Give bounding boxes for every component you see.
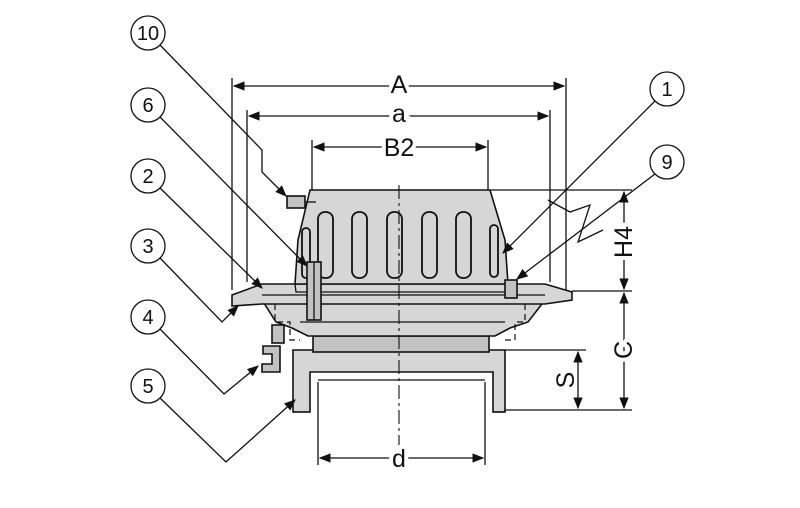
set-screw-top xyxy=(286,195,316,209)
svg-text:9: 9 xyxy=(661,152,672,174)
callout-10: 10 xyxy=(130,15,287,197)
hidden-edges-right xyxy=(505,304,526,341)
callout-3: 3 xyxy=(130,228,239,323)
dim-label-A: A xyxy=(391,71,408,99)
deck-break-mark xyxy=(547,199,604,244)
callout-4: 4 xyxy=(130,299,259,395)
svg-text:6: 6 xyxy=(142,95,153,117)
dim-label-C: C xyxy=(610,341,638,359)
callout-5: 5 xyxy=(130,368,296,463)
dome-strainer xyxy=(294,189,509,293)
dimension-B2: B2 xyxy=(311,130,489,190)
drain-bowl xyxy=(260,299,547,337)
dim-label-S: S xyxy=(552,372,580,389)
underdeck-clamp xyxy=(261,324,285,373)
socket-ring xyxy=(312,335,490,353)
svg-text:5: 5 xyxy=(142,376,153,398)
dim-label-a: a xyxy=(392,100,406,128)
callout-6: 6 xyxy=(130,87,308,267)
hidden-edges-left xyxy=(274,304,300,341)
dimension-A: A xyxy=(231,67,567,290)
set-screw-right xyxy=(504,279,518,299)
svg-text:3: 3 xyxy=(142,236,153,258)
dimension-d: d xyxy=(317,382,486,477)
dim-label-B2: B2 xyxy=(384,134,415,162)
dim-label-H4: H4 xyxy=(610,226,638,258)
dimension-C: C xyxy=(505,291,642,411)
svg-text:2: 2 xyxy=(142,166,153,188)
svg-text:1: 1 xyxy=(661,79,672,101)
dimension-S: S xyxy=(505,349,586,410)
dimension-H4: H4 xyxy=(490,189,642,292)
svg-text:10: 10 xyxy=(137,23,159,45)
callout-2: 2 xyxy=(130,158,263,289)
strainer-slots xyxy=(301,211,499,279)
svg-text:4: 4 xyxy=(142,307,153,329)
callout-1: 1 xyxy=(502,71,685,254)
clamp-bolt-left xyxy=(306,261,322,321)
dim-label-d: d xyxy=(392,445,406,473)
callout-9: 9 xyxy=(516,144,685,280)
drain-body xyxy=(231,283,573,413)
